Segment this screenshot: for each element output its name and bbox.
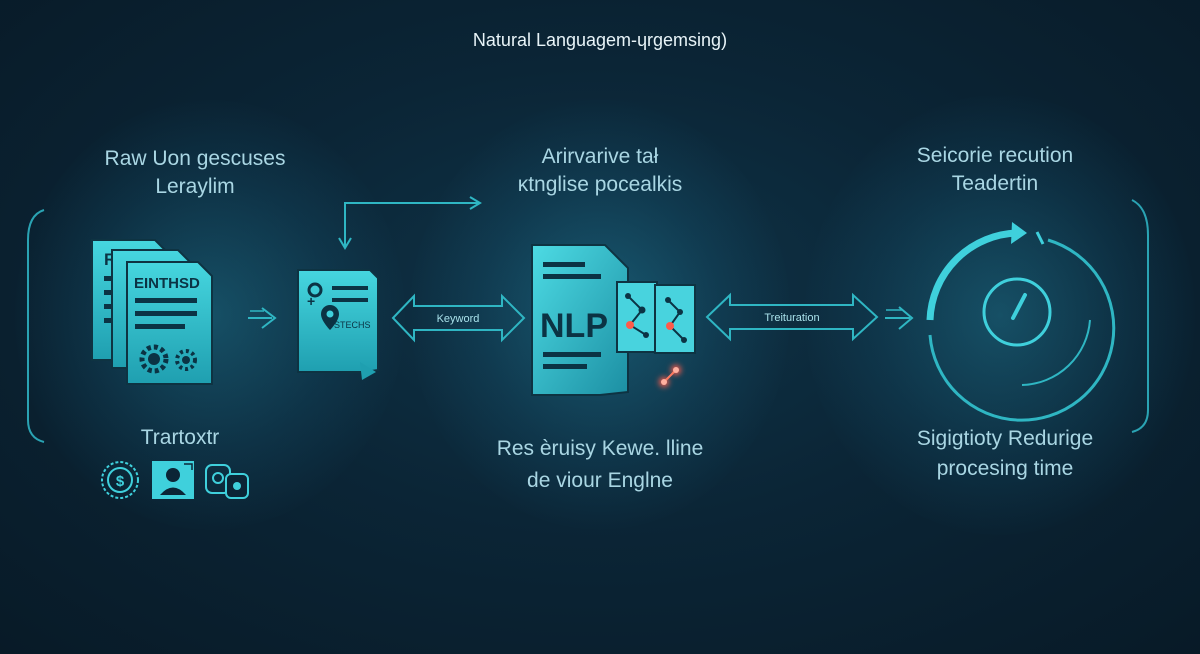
- left-heading-line1: Raw Uon gescuses: [104, 147, 286, 170]
- right-footer-line1: Sigigtioty Redurige: [916, 427, 1094, 450]
- svg-text:+: +: [307, 293, 315, 309]
- doc-front-label: EINTHSD: [134, 275, 200, 292]
- front-document-icon: EINTHSD: [126, 261, 213, 385]
- right-footer-line2: procesing time: [936, 457, 1074, 480]
- middle-footer-line2: de viour Englne: [527, 469, 673, 492]
- feedback-connector: [338, 196, 482, 250]
- keyword-connector: Keyword: [391, 293, 526, 343]
- gear-icon: [139, 344, 197, 374]
- right-panel-footer: Sigigtioty Redurige procesing time: [850, 425, 1160, 483]
- dollar-coin-icon: $: [101, 461, 139, 499]
- right-heading-line2: Teadertin: [951, 172, 1039, 195]
- svg-text:$: $: [116, 473, 125, 490]
- middle-heading-line2: ĸtnglise pocealkis: [517, 173, 683, 196]
- left-heading-line2: Leraylim: [155, 175, 235, 198]
- location-pin-icon: [321, 305, 339, 330]
- right-heading-line1: Seicorie recution: [916, 144, 1074, 167]
- middle-panel-heading: Arirvarive tał ĸtnglise pocealkis: [455, 143, 745, 199]
- small-doc-label: STECHS: [334, 320, 371, 330]
- preprocessed-document-icon: + STECHS: [297, 269, 379, 380]
- network-graph-icon: [616, 281, 696, 387]
- left-panel-footer: Trartoxtr: [140, 426, 220, 449]
- transformation-label: Treituration: [764, 312, 819, 324]
- right-bracket: [1131, 199, 1149, 433]
- left-bracket: [27, 209, 45, 443]
- arrow-to-preprocess: [248, 307, 277, 329]
- arrow-to-output: [885, 306, 914, 330]
- middle-heading-line1: Arirvarive tał: [541, 145, 659, 168]
- left-panel-heading: Raw Uon gescuses Leraylim: [60, 145, 330, 201]
- middle-footer-line1: Res èruisy Kewe. lline: [496, 437, 704, 460]
- transformation-connector: Treituration: [705, 292, 879, 342]
- middle-panel-footer: Res èruisy Kewe. lline de viour Englne: [440, 435, 760, 495]
- nlp-label: NLP: [540, 307, 608, 345]
- right-panel-glow: [805, 95, 1195, 535]
- diagram-title: Natural Languagem‑ɥrgemsing): [472, 30, 728, 50]
- user-icon: [152, 461, 194, 499]
- nlp-engine-icon: NLP: [531, 244, 629, 396]
- right-panel-heading: Seicorie recution Teadertin: [850, 142, 1140, 198]
- gauge-icon: [926, 222, 1116, 422]
- camera-lock-icon: [205, 464, 249, 499]
- keyword-label: Keyword: [437, 313, 480, 325]
